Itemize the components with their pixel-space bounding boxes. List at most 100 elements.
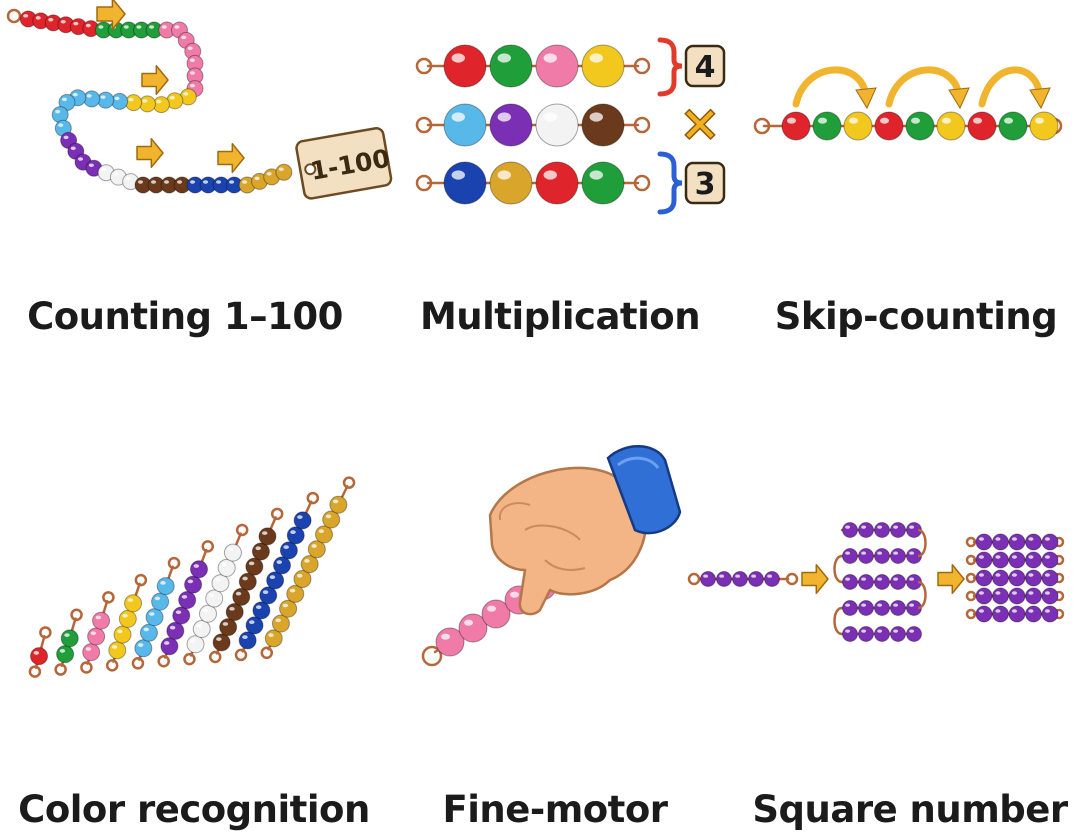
wire-loop xyxy=(134,573,148,587)
wire-loop xyxy=(753,117,771,135)
wire-loop xyxy=(965,608,977,620)
wire-loop xyxy=(54,663,67,676)
bead xyxy=(992,569,1009,587)
bead xyxy=(266,571,285,590)
bead xyxy=(858,522,874,538)
bead xyxy=(172,606,191,625)
bead xyxy=(258,527,277,546)
bead xyxy=(245,616,264,635)
bead xyxy=(489,103,533,147)
bead xyxy=(1041,551,1059,569)
tile-skip-counting: Skip-counting xyxy=(750,0,1080,390)
bead xyxy=(975,569,993,587)
wire xyxy=(917,580,927,610)
bead xyxy=(286,584,305,603)
bead xyxy=(205,589,224,608)
bead xyxy=(535,161,579,205)
bead xyxy=(874,600,890,616)
bead xyxy=(890,548,906,564)
wire-loop xyxy=(965,590,977,602)
factor-box-top xyxy=(684,44,726,88)
bracket-bottom xyxy=(657,151,683,215)
bead xyxy=(279,541,298,560)
bead xyxy=(30,647,49,666)
bead xyxy=(58,93,76,111)
bead xyxy=(259,586,278,605)
caption-fine-motor: Fine-motor xyxy=(442,788,668,831)
bead xyxy=(329,495,348,514)
bead xyxy=(264,629,283,648)
arrow-right-icon xyxy=(136,137,164,169)
bead xyxy=(489,161,533,205)
bead xyxy=(212,176,230,194)
bead xyxy=(186,176,204,194)
wire-loop xyxy=(633,174,651,192)
bead xyxy=(874,626,890,642)
bead xyxy=(874,574,890,590)
bead xyxy=(998,111,1028,141)
bead xyxy=(189,560,208,579)
times-sign: × xyxy=(679,94,721,152)
arrow-right-icon xyxy=(937,563,965,595)
bead xyxy=(111,92,129,110)
bead xyxy=(238,631,257,650)
bead xyxy=(890,626,906,642)
bead xyxy=(1041,605,1059,623)
bead xyxy=(186,635,205,654)
bead xyxy=(992,587,1009,605)
bead xyxy=(843,111,873,141)
bead xyxy=(781,111,811,141)
bead xyxy=(905,111,935,141)
bead xyxy=(906,626,922,642)
bead xyxy=(60,629,79,648)
bead xyxy=(139,623,158,642)
wire-loop xyxy=(235,523,249,537)
bead xyxy=(273,556,292,575)
wire-loop xyxy=(6,8,22,24)
wire-loop xyxy=(687,572,701,586)
bead xyxy=(293,569,312,588)
wire-loop xyxy=(234,648,248,662)
bead xyxy=(1041,587,1059,605)
wire-loop xyxy=(965,554,977,566)
wire-loop xyxy=(633,57,651,75)
bead xyxy=(145,608,164,627)
bead xyxy=(812,111,842,141)
bead xyxy=(890,600,906,616)
arrow-right-icon xyxy=(141,64,169,96)
bead xyxy=(700,571,716,587)
arrow-right-icon xyxy=(217,142,245,174)
bead xyxy=(874,548,890,564)
bead xyxy=(212,633,231,652)
bead xyxy=(275,163,293,181)
bead xyxy=(223,543,242,562)
bead xyxy=(992,605,1009,623)
wire-loop xyxy=(208,650,222,664)
skip-arrow-icon xyxy=(792,66,877,110)
wire xyxy=(833,554,843,584)
bead xyxy=(166,621,185,640)
wire-loop xyxy=(785,572,799,586)
wire-loop xyxy=(201,540,215,553)
bead xyxy=(87,627,106,646)
bead xyxy=(134,639,153,658)
bead xyxy=(1025,551,1042,569)
bead xyxy=(125,94,143,112)
wire-loop xyxy=(105,659,119,672)
bead xyxy=(232,587,251,606)
bead xyxy=(300,555,319,574)
caption-color-recognition: Color recognition xyxy=(18,788,370,831)
bead xyxy=(109,168,127,186)
bead xyxy=(975,587,993,605)
bead xyxy=(286,526,305,545)
bead xyxy=(967,111,997,141)
bead xyxy=(748,571,764,587)
wire-loop xyxy=(421,645,443,667)
bead xyxy=(435,627,465,657)
color-bead-bars-fan xyxy=(28,476,356,678)
bead xyxy=(271,614,290,633)
bead xyxy=(198,604,217,623)
bead xyxy=(1008,587,1026,605)
bead xyxy=(57,16,75,34)
bracket-top xyxy=(657,37,683,97)
